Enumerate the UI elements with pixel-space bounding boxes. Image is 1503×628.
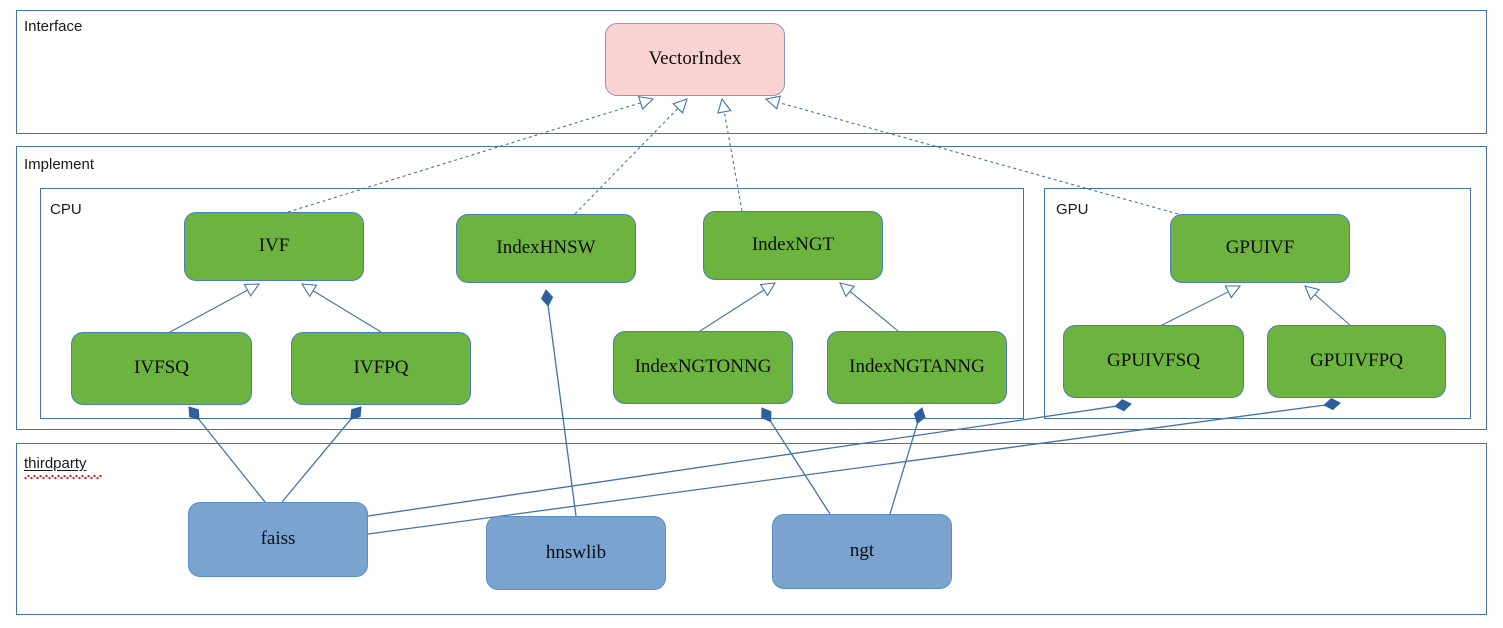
node-indexngtonng[interactable]: IndexNGTONNG — [613, 331, 793, 404]
group-label-gpu: GPU — [1056, 201, 1089, 218]
group-label-implement: Implement — [24, 156, 95, 173]
node-vectorindex[interactable]: VectorIndex — [605, 23, 785, 96]
node-gpuivfsq[interactable]: GPUIVFSQ — [1063, 325, 1244, 398]
node-ivfsq[interactable]: IVFSQ — [71, 332, 252, 405]
node-gpuivfpq[interactable]: GPUIVFPQ — [1267, 325, 1446, 398]
node-indexngt[interactable]: IndexNGT — [703, 211, 883, 280]
node-faiss[interactable]: faiss — [188, 502, 368, 577]
group-label-interface: Interface — [24, 18, 83, 35]
group-label-cpu: CPU — [50, 201, 82, 218]
group-interface — [16, 10, 1487, 134]
node-gpuivf[interactable]: GPUIVF — [1170, 214, 1350, 283]
node-indexngtanng[interactable]: IndexNGTANNG — [827, 331, 1007, 404]
node-ivf[interactable]: IVF — [184, 212, 364, 281]
spellcheck-squiggle — [24, 475, 102, 479]
node-ngt[interactable]: ngt — [772, 514, 952, 589]
group-label-thirdparty: thirdparty — [24, 455, 87, 472]
node-ivfpq[interactable]: IVFPQ — [291, 332, 471, 405]
node-hnswlib[interactable]: hnswlib — [486, 516, 666, 590]
node-indexhnsw[interactable]: IndexHNSW — [456, 214, 636, 283]
